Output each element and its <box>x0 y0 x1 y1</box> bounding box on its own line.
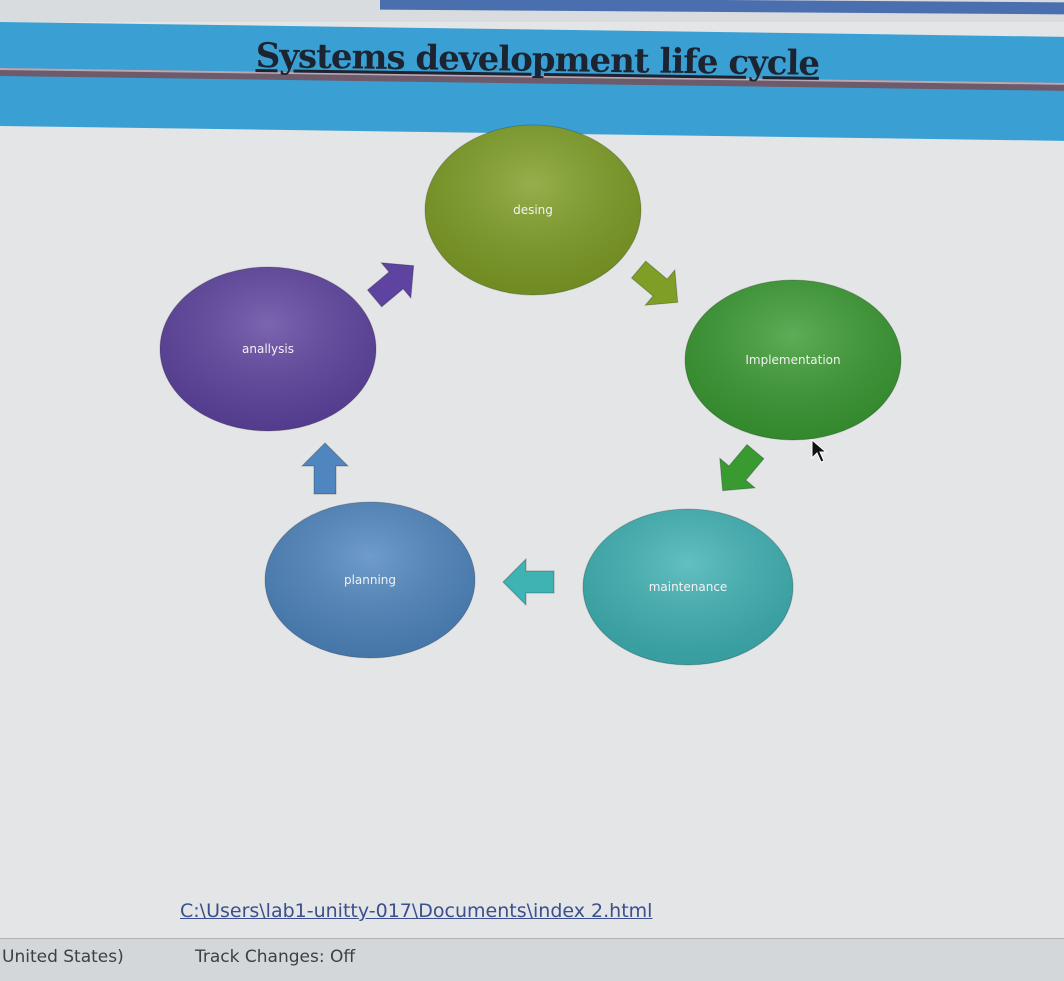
node-shine <box>685 280 901 440</box>
cycle-arrow-icon <box>366 262 415 308</box>
status-bar: United States) Track Changes: Off <box>0 938 1064 981</box>
node-shine <box>583 509 793 665</box>
cycle-node-anallysis[interactable]: anallysis <box>159 266 377 432</box>
cycle-arrow-icon <box>630 260 679 306</box>
node-shine <box>425 125 641 295</box>
node-shine <box>265 502 475 658</box>
node-label: desing <box>513 203 553 217</box>
cycle-node-maintenance[interactable]: maintenance <box>582 508 794 666</box>
node-label: Implementation <box>745 353 840 367</box>
node-label: maintenance <box>649 580 728 594</box>
cycle-arrow-icon <box>719 443 765 492</box>
window-top-strip <box>0 0 1064 22</box>
cycle-arrow-icon <box>502 557 555 607</box>
track-changes-status[interactable]: Track Changes: Off <box>195 947 356 967</box>
cycle-node-planning[interactable]: planning <box>264 501 476 659</box>
mouse-cursor-icon <box>811 438 828 463</box>
node-label: anallysis <box>242 342 294 356</box>
node-shine <box>160 267 376 431</box>
file-path-link[interactable]: C:\Users\lab1-unitty-017\Documents\index… <box>180 900 653 922</box>
cycle-node-implementation[interactable]: Implementation <box>684 279 902 441</box>
cycle-arrow-icon <box>300 442 350 495</box>
node-label: planning <box>344 573 396 587</box>
cycle-node-desing[interactable]: desing <box>424 124 642 296</box>
language-status[interactable]: United States) <box>2 947 124 967</box>
